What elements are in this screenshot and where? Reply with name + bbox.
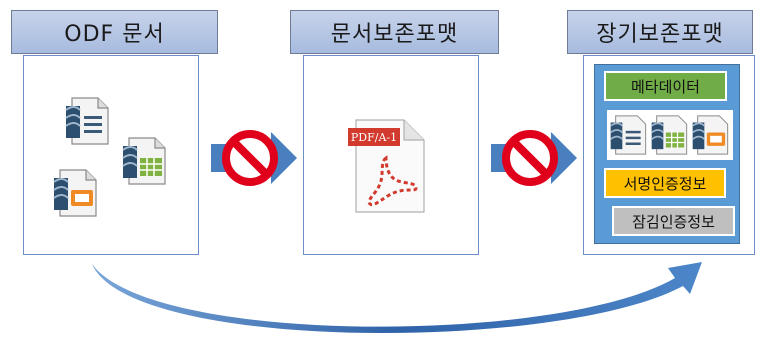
- prohibited-icon: [222, 130, 278, 186]
- metadata-box: 메타데이터: [604, 71, 727, 101]
- blocked-arrow-2: [491, 130, 577, 186]
- acrobat-logo-icon: [367, 155, 418, 207]
- odf-text-document-icon: [65, 97, 109, 145]
- odf-presentation-icon: [53, 169, 97, 217]
- stage-title-odf: ODF 문서: [11, 10, 218, 54]
- odf-panel: [23, 55, 199, 255]
- stage-title-archive-format: 문서보존포맷: [290, 10, 499, 54]
- prohibited-icon: [502, 130, 558, 186]
- package-presentation-icon: [692, 115, 729, 155]
- blocked-arrow-1: [211, 130, 297, 186]
- stage-title-long-term-format: 장기보존포맷: [567, 10, 753, 54]
- pdfa-label: PDF/A-1: [350, 130, 398, 144]
- package-spreadsheet-icon: [651, 115, 688, 155]
- package-text-document-icon: [610, 115, 647, 155]
- seal-info-box: 잠김인증정보: [612, 206, 735, 236]
- odf-spreadsheet-icon: [122, 137, 166, 185]
- pdfa-document-icon: PDF/A-1: [346, 118, 426, 214]
- signature-info-box: 서명인증정보: [604, 168, 726, 198]
